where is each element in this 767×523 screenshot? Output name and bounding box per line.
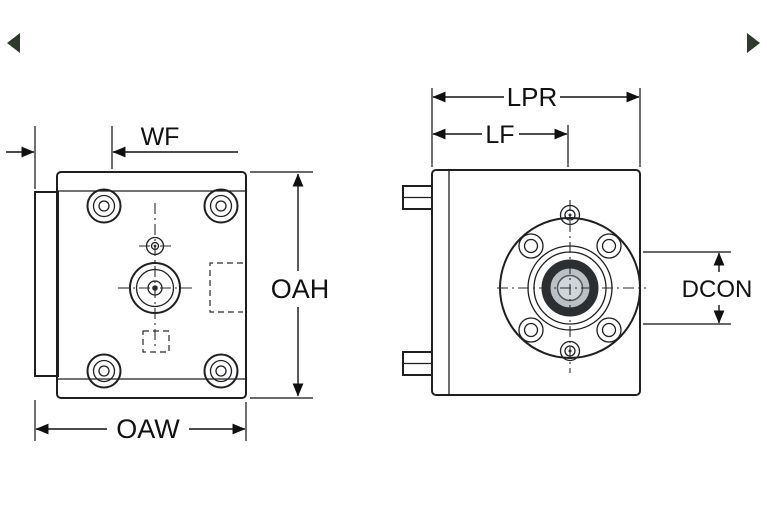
screw-top-left — [86, 188, 122, 224]
side-view — [402, 169, 646, 396]
dimension-oah: OAH — [250, 171, 330, 399]
side-view-body — [431, 169, 641, 396]
oaw-label: OAW — [116, 414, 180, 444]
hidden-pocket-outline — [209, 262, 243, 313]
dcon-label: DCON — [682, 276, 753, 303]
flange-bolt-bottom-right — [596, 317, 622, 343]
dimension-dcon: DCON — [643, 251, 753, 325]
front-view — [34, 171, 247, 399]
screw-top-right — [203, 188, 239, 224]
prev-image-arrow-icon[interactable] — [7, 33, 20, 53]
screw-bottom-right — [203, 353, 239, 389]
screw-bottom-left — [86, 353, 122, 389]
dimension-oaw: OAW — [34, 400, 247, 444]
lpr-label: LPR — [507, 82, 558, 112]
front-view-body — [56, 171, 247, 399]
next-image-arrow-icon[interactable] — [747, 33, 760, 53]
wf-label: WF — [141, 123, 180, 151]
hidden-slot-outline — [142, 330, 170, 353]
flange-bolt-top-right — [596, 233, 622, 259]
dimension-lf: LF — [432, 121, 569, 167]
front-view-left-tab — [34, 191, 59, 377]
flange-bolt-bottom-left — [518, 317, 544, 343]
dimension-lpr: LPR — [431, 82, 641, 167]
flange-bolt-top-left — [518, 233, 544, 259]
oah-label: OAH — [271, 274, 330, 304]
dimension-wf: WF — [6, 123, 238, 189]
lf-label: LF — [485, 121, 514, 149]
